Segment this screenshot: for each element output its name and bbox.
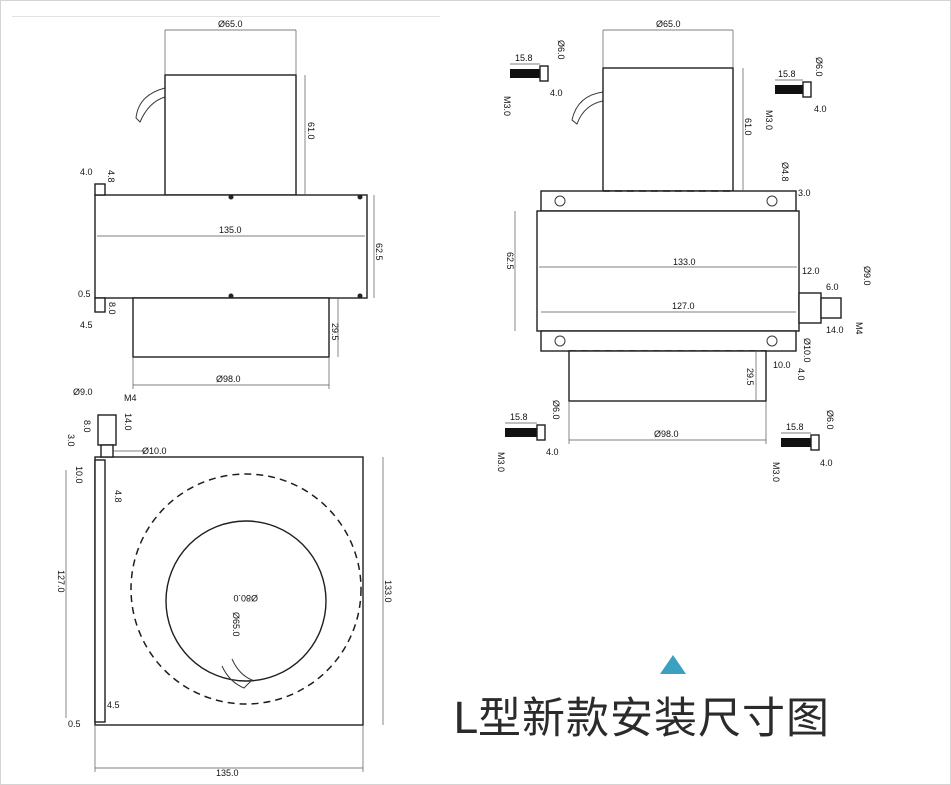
cable-exit bbox=[221, 658, 253, 689]
top-view-left: Ø9.0 M4 14.0 8.0 3.0 Ø10.0 10.0 4.8 127.… bbox=[56, 387, 393, 778]
dim-m4: M4 bbox=[124, 393, 137, 403]
dim-29-5: 29.5 bbox=[330, 323, 340, 341]
screw-head-dia: Ø6.0 bbox=[814, 57, 824, 77]
screw-head-dia: Ø6.0 bbox=[825, 410, 835, 430]
dim-d65-inner: Ø65.0 bbox=[231, 612, 241, 637]
dim-29-5-right: 29.5 bbox=[745, 368, 755, 386]
page-title: L型新款安装尺寸图 bbox=[453, 694, 830, 744]
dim-4-5b: 4.5 bbox=[107, 700, 120, 710]
dim-3-0: 3.0 bbox=[66, 434, 76, 447]
dim-d9-right: Ø9.0 bbox=[862, 266, 872, 286]
dim-d4-8-right: Ø4.8 bbox=[780, 162, 790, 182]
screw-callout-2: 15.8 Ø6.0 4.0 M3.0 bbox=[764, 57, 827, 130]
bottom-flange bbox=[540, 330, 797, 352]
screw-callout-1: 15.8 Ø6.0 4.0 M3.0 bbox=[502, 40, 566, 116]
dim-m4-right: M4 bbox=[854, 322, 864, 335]
cable-outline-right bbox=[571, 91, 604, 125]
dim-4-0: 4.0 bbox=[80, 167, 93, 177]
side-connector bbox=[798, 292, 822, 324]
tab-top bbox=[94, 183, 106, 196]
motor-cylinder-right bbox=[602, 67, 734, 192]
dim-14: 14.0 bbox=[123, 413, 133, 431]
dim-4-8b: 4.8 bbox=[113, 490, 123, 503]
screw-head-len: 4.0 bbox=[546, 447, 559, 457]
dim-8-0b: 8.0 bbox=[82, 420, 92, 433]
dim-d98: Ø98.0 bbox=[216, 374, 241, 384]
screw-head-dia: Ø6.0 bbox=[556, 40, 566, 60]
screw-head-len: 4.0 bbox=[820, 458, 833, 468]
screw-length: 15.8 bbox=[778, 69, 796, 79]
dim-10-right: 10.0 bbox=[773, 360, 791, 370]
screw-head-dia: Ø6.0 bbox=[551, 400, 561, 420]
dim-12-right: 12.0 bbox=[802, 266, 820, 276]
mount-block bbox=[97, 414, 117, 446]
cable-outline bbox=[135, 87, 166, 123]
screw-callout-3: 15.8 Ø6.0 4.0 M3.0 bbox=[496, 400, 561, 472]
triangle-marker-icon bbox=[660, 655, 686, 674]
dim-0-5b: 0.5 bbox=[68, 719, 81, 729]
main-body bbox=[536, 210, 800, 332]
screw-head-len: 4.0 bbox=[550, 88, 563, 98]
inner-circle bbox=[165, 520, 327, 682]
dim-135b: 135.0 bbox=[216, 768, 239, 778]
screw-thread: M3.0 bbox=[502, 96, 512, 116]
screw-thread: M3.0 bbox=[496, 452, 506, 472]
dim-d10-right: Ø10.0 bbox=[802, 338, 812, 363]
outer-dashed-circle bbox=[130, 473, 362, 705]
base-cylinder-right bbox=[568, 350, 767, 402]
dim-d80: Ø80.0 bbox=[233, 593, 258, 603]
dim-61-right: 61.0 bbox=[743, 118, 753, 136]
top-flange bbox=[540, 190, 797, 212]
base-cylinder bbox=[132, 297, 330, 358]
screw-thread: M3.0 bbox=[764, 110, 774, 130]
dim-0-5: 0.5 bbox=[78, 289, 91, 299]
dim-133-right: 133.0 bbox=[673, 257, 696, 267]
title-block: L型新款安装尺寸图 bbox=[453, 684, 830, 746]
motor-cylinder bbox=[164, 74, 297, 196]
dim-d98-right: Ø98.0 bbox=[654, 429, 679, 439]
screw-thread: M3.0 bbox=[771, 462, 781, 482]
dim-4-8: 4.8 bbox=[106, 170, 116, 183]
dim-61: 61.0 bbox=[306, 122, 316, 140]
front-view-left: Ø65.0 61.0 135.0 62.5 29.5 Ø98.0 4.0 4.8… bbox=[78, 19, 384, 389]
divider-line bbox=[12, 16, 440, 17]
dim-d65-right: Ø65.0 bbox=[656, 19, 681, 29]
dim-62-5: 62.5 bbox=[374, 243, 384, 261]
dim-d10: Ø10.0 bbox=[142, 446, 167, 456]
side-rail bbox=[94, 459, 106, 723]
tab-bottom bbox=[94, 297, 106, 313]
screw-callout-4: 15.8 Ø6.0 4.0 M3.0 bbox=[771, 410, 835, 482]
dim-14-right: 14.0 bbox=[826, 325, 844, 335]
dim-8-0: 8.0 bbox=[107, 302, 117, 315]
flange-plate bbox=[94, 194, 368, 299]
side-view-right: Ø65.0 61.0 133.0 62.5 127.0 29.5 Ø98.0 Ø… bbox=[505, 19, 872, 444]
dim-d9: Ø9.0 bbox=[73, 387, 93, 397]
dim-4-5: 4.5 bbox=[80, 320, 93, 330]
dim-6-right: 6.0 bbox=[826, 282, 839, 292]
dim-133: 133.0 bbox=[383, 580, 393, 603]
dim-3-0-right: 3.0 bbox=[798, 188, 811, 198]
screw-length: 15.8 bbox=[786, 422, 804, 432]
dim-127-right: 127.0 bbox=[672, 301, 695, 311]
side-connector-nut bbox=[820, 297, 842, 319]
mount-stem bbox=[100, 444, 114, 458]
screw-head-len: 4.0 bbox=[814, 104, 827, 114]
screw-length: 15.8 bbox=[510, 412, 528, 422]
screw-length: 15.8 bbox=[515, 53, 533, 63]
dim-4-0-right: 4.0 bbox=[796, 368, 806, 381]
dim-d65: Ø65.0 bbox=[218, 19, 243, 29]
dim-135: 135.0 bbox=[219, 225, 242, 235]
dim-62-5-right: 62.5 bbox=[505, 252, 515, 270]
dim-127: 127.0 bbox=[56, 570, 66, 593]
dim-10: 10.0 bbox=[74, 466, 84, 484]
